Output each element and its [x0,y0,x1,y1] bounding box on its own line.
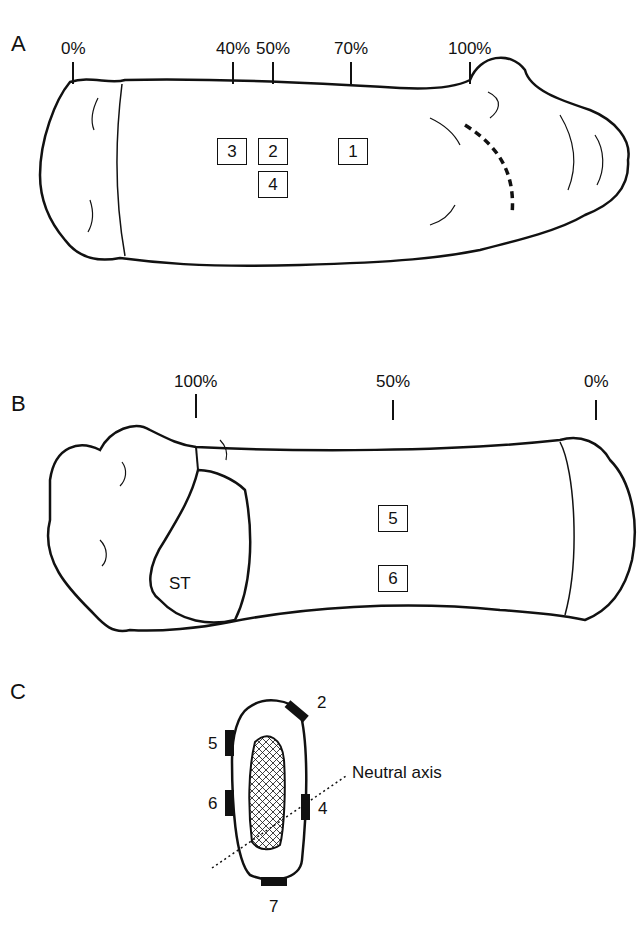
gauge-number: 7 [269,898,278,915]
percent-length-mark: 40% [216,40,250,57]
gauge-site-box: 4 [258,171,288,198]
panel-letter: C [10,681,26,703]
annotation-label: ST [169,575,191,592]
panel-letter: A [11,33,26,55]
site-number: 1 [348,143,357,160]
annotation-label: Neutral axis [352,764,442,781]
gauge-site-box: 1 [338,138,368,165]
panel-letter: B [11,393,26,415]
gauge-site-box: 3 [217,138,247,165]
percent-length-mark: 50% [376,373,410,390]
percent-length-mark: 100% [174,373,217,390]
gauge-number: 5 [208,735,217,752]
site-number: 4 [268,176,277,193]
percent-length-mark: 70% [334,40,368,57]
site-number: 3 [227,143,236,160]
percent-length-mark: 100% [448,40,491,57]
gauge-number: 2 [317,694,326,711]
percent-length-mark: 0% [61,40,86,57]
percent-length-mark: 0% [584,373,609,390]
gauge-site-box: 6 [378,565,408,592]
percent-length-mark: 50% [256,40,290,57]
gauge-site-box: 2 [258,138,288,165]
site-number: 5 [388,510,397,527]
gauge-site-box: 5 [378,505,408,532]
gauge-number: 4 [318,800,327,817]
gauge-number: 6 [208,795,217,812]
site-number: 2 [268,143,277,160]
site-number: 6 [388,570,397,587]
